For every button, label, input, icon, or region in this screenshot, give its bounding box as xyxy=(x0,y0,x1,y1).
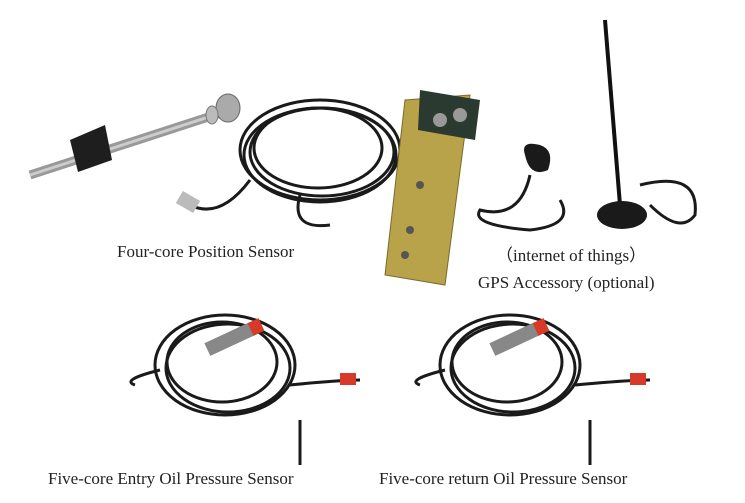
red-cap xyxy=(630,373,646,385)
caption-return-sensor: Five-core return Oil Pressure Sensor xyxy=(379,469,628,488)
sensor-body xyxy=(489,322,541,356)
gps-antenna xyxy=(477,19,697,232)
caption-gps: GPS Accessory (optional) xyxy=(478,273,655,292)
red-cap xyxy=(247,318,265,336)
red-cap xyxy=(532,318,550,336)
sensor-body xyxy=(204,322,256,356)
mounting-bracket xyxy=(384,90,480,286)
caption-entry-sensor: Five-core Entry Oil Pressure Sensor xyxy=(48,469,294,488)
caption-position-sensor: Four-core Position Sensor xyxy=(117,242,295,261)
connector xyxy=(175,190,201,214)
entry-pressure-sensor xyxy=(129,313,361,465)
red-cap xyxy=(340,373,356,385)
caption-iot: （internet of things） xyxy=(496,246,647,265)
position-sensor-rod xyxy=(28,93,241,180)
